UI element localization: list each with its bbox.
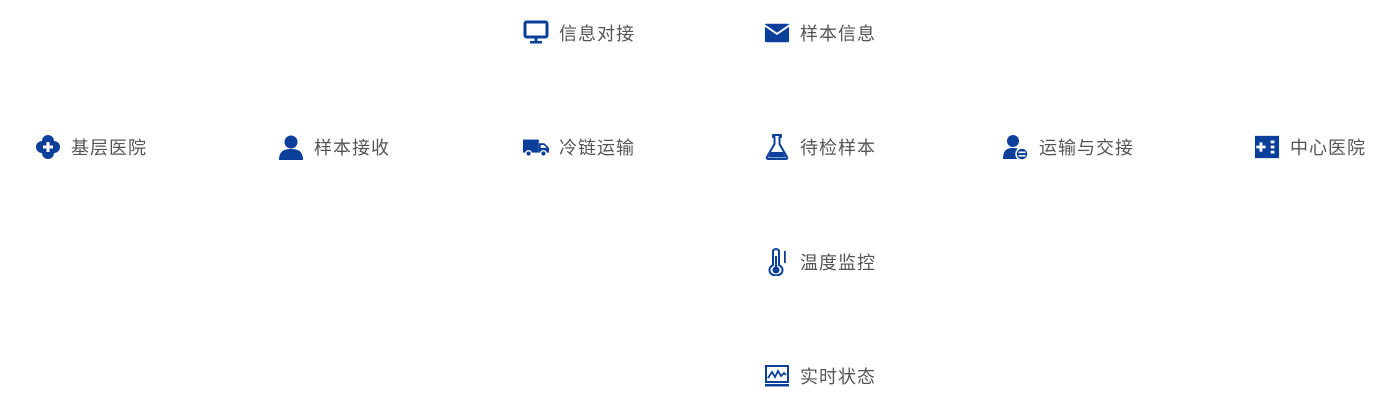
medical-cross-icon — [35, 134, 61, 160]
node-central-hospital: 中心医院 — [1254, 132, 1366, 162]
node-primary-hospital: 基层医院 — [35, 132, 147, 162]
node-label: 待检样本 — [800, 138, 876, 159]
flask-icon — [764, 134, 790, 160]
node-temp-monitor: 温度监控 — [764, 247, 876, 277]
node-cold-chain: 冷链运输 — [523, 132, 635, 162]
node-label: 冷链运输 — [559, 138, 635, 159]
monitor-icon — [523, 20, 549, 46]
hospital-icon — [1254, 134, 1280, 160]
node-label: 基层医院 — [71, 138, 147, 159]
node-pending-sample: 待检样本 — [764, 132, 876, 162]
node-sample-receive: 样本接收 — [278, 132, 390, 162]
node-label: 中心医院 — [1290, 138, 1366, 159]
user-exchange-icon — [1003, 134, 1029, 160]
node-label: 温度监控 — [800, 253, 876, 274]
node-label: 样本信息 — [800, 24, 876, 45]
truck-icon — [523, 134, 549, 160]
thermometer-icon — [764, 248, 790, 276]
chart-area-icon — [764, 363, 790, 389]
node-info-connect: 信息对接 — [523, 18, 635, 48]
node-sample-info: 样本信息 — [764, 18, 876, 48]
node-realtime-status: 实时状态 — [764, 361, 876, 391]
envelope-icon — [764, 20, 790, 46]
node-transport-handover: 运输与交接 — [1003, 132, 1134, 162]
node-label: 实时状态 — [800, 367, 876, 388]
node-label: 信息对接 — [559, 24, 635, 45]
node-label: 样本接收 — [314, 138, 390, 159]
node-label: 运输与交接 — [1039, 138, 1134, 159]
user-icon — [278, 134, 304, 160]
